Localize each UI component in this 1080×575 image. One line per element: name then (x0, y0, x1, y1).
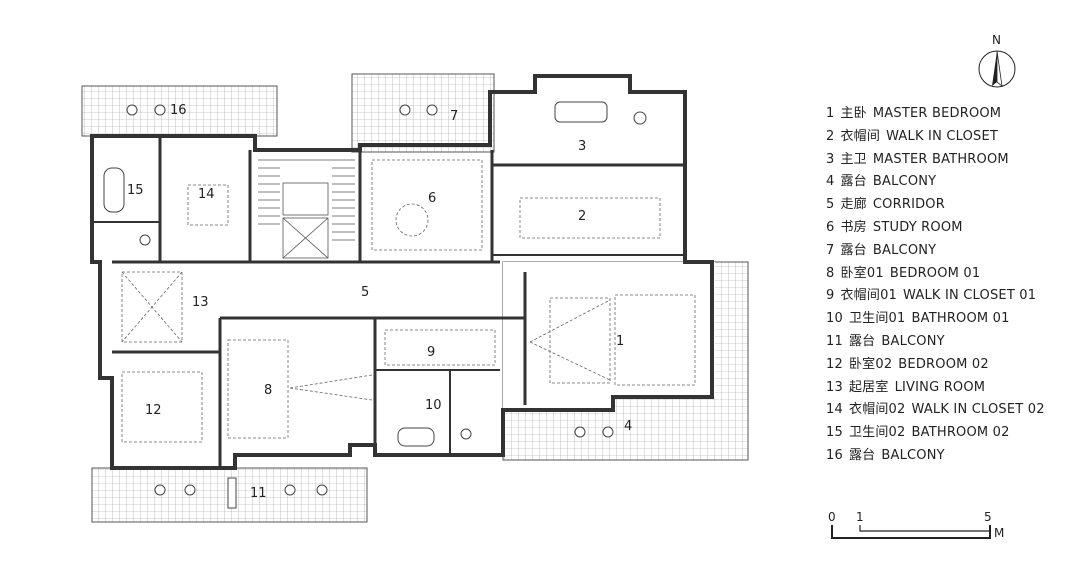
legend-item-cn: 露台 (848, 447, 876, 463)
legend-item-cn: 卧室01 (840, 265, 884, 281)
legend-item-cn: 露台 (848, 333, 876, 349)
legend-item-num: 7 (826, 242, 835, 258)
legend-item-cn: 卧室02 (848, 356, 893, 372)
legend-item-cn: 走廊 (840, 197, 867, 213)
fixtures (103, 101, 647, 509)
legend-item: 7 露台 BALCONY (826, 240, 1076, 263)
room-label-7: 7 (450, 109, 458, 124)
legend-item-cn: 露台 (840, 174, 867, 190)
legend-item-cn: 卫生间01 (848, 311, 906, 327)
legend-item-en: BEDROOM 02 (898, 356, 989, 372)
room-label-14: 14 (198, 187, 215, 202)
legend-item-num: 15 (826, 425, 843, 441)
legend-item-en: BALCONY (881, 333, 945, 349)
furniture (121, 159, 696, 443)
legend-item-cn: 起居室 (848, 379, 889, 395)
room-label-8: 8 (264, 383, 272, 398)
legend-item-num: 2 (826, 128, 835, 144)
legend-item-num: 10 (826, 311, 843, 327)
legend-item-en: WALK IN CLOSET 01 (903, 288, 1037, 304)
legend-item: 9 衣帽间01 WALK IN CLOSET 01 (826, 285, 1076, 308)
legend-item-cn: 衣帽间01 (840, 288, 898, 304)
room-label-4: 4 (624, 419, 632, 434)
legend-item: 12 卧室02 BEDROOM 02 (826, 354, 1076, 377)
legend-item: 11 露台 BALCONY (826, 331, 1076, 354)
scale-bar: 0 1 5 M (828, 510, 1004, 540)
legend-item-num: 16 (826, 447, 843, 463)
room-label-2: 2 (578, 209, 586, 224)
walls (90, 74, 714, 470)
legend-item-en: BEDROOM 01 (889, 265, 981, 281)
legend-item-num: 14 (826, 402, 843, 418)
legend-item-en: BALCONY (872, 242, 937, 258)
room-label-6: 6 (428, 191, 436, 206)
room-label-10: 10 (425, 398, 442, 413)
room-label-1: 1 (616, 334, 624, 349)
legend-item-en: WALK IN CLOSET 02 (911, 402, 1045, 418)
legend-item-en: BALCONY (872, 174, 937, 190)
legend-item: 15 卫生间02 BATHROOM 02 (826, 422, 1076, 445)
legend-item-en: BATHROOM 02 (911, 425, 1010, 441)
legend-item-num: 3 (826, 151, 835, 167)
compass-label: N (992, 33, 1001, 47)
room-label-9: 9 (427, 345, 435, 360)
legend-item-cn: 卫生间02 (848, 425, 906, 441)
room-label-13: 13 (192, 295, 209, 310)
room-label-3: 3 (578, 139, 586, 154)
legend-item: 13 起居室 LIVING ROOM (826, 377, 1076, 400)
legend-item-cn: 衣帽间02 (848, 402, 906, 418)
legend-item-en: WALK IN CLOSET (886, 128, 999, 144)
legend-item: 2 衣帽间 WALK IN CLOSET (826, 126, 1076, 149)
room-label-11: 11 (250, 486, 267, 501)
legend-item-num: 12 (826, 356, 843, 372)
legend-item: 6 书房 STUDY ROOM (826, 217, 1076, 240)
legend-item-num: 9 (826, 288, 835, 304)
legend-item-num: 4 (826, 174, 835, 190)
legend-item: 4 露台 BALCONY (826, 171, 1076, 194)
room-legend: 1 主卧 MASTER BEDROOM 2 衣帽间 WALK IN CLOSET 3 主卫 MA… (826, 103, 1076, 468)
legend-item-cn: 主卧 (840, 106, 867, 121)
legend-item-num: 13 (826, 379, 843, 395)
legend-item-en: LIVING ROOM (894, 379, 986, 395)
room-label-5: 5 (361, 285, 369, 300)
legend-item: 16 露台 BALCONY (826, 445, 1076, 468)
room-label-16: 16 (170, 103, 187, 118)
legend-item-num: 11 (826, 333, 843, 349)
legend-item: 14 衣帽间02 WALK IN CLOSET 02 (826, 399, 1076, 422)
legend-item-en: CORRIDOR (872, 197, 945, 213)
legend-item-cn: 露台 (840, 242, 867, 258)
legend-item: 10 卫生间01 BATHROOM 01 (826, 308, 1076, 331)
legend-item: 5 走廊 CORRIDOR (826, 194, 1076, 217)
legend-item: 3 主卫 MASTER BATHROOM (826, 149, 1076, 172)
legend-item-en: STUDY ROOM (872, 219, 963, 235)
legend-item-en: MASTER BEDROOM (872, 106, 1002, 121)
legend-item-cn: 主卫 (840, 151, 867, 167)
room-label-15: 15 (127, 183, 144, 198)
scale-tick-5: 5 (984, 510, 992, 524)
legend-item-en: MASTER BATHROOM (872, 151, 1009, 167)
legend-item-cn: 衣帽间 (840, 128, 881, 144)
legend-item-en: BALCONY (881, 447, 945, 463)
legend-item-num: 1 (826, 106, 835, 121)
legend-item: 8 卧室01 BEDROOM 01 (826, 263, 1076, 286)
legend-item-cn: 书房 (840, 219, 867, 235)
legend-item: 1 主卧 MASTER BEDROOM (826, 103, 1076, 126)
scale-unit: M (994, 526, 1004, 540)
scale-tick-1: 1 (856, 510, 864, 524)
legend-item-num: 8 (826, 265, 835, 281)
legend-item-en: BATHROOM 01 (911, 311, 1010, 327)
stair-core (258, 159, 355, 259)
room-label-12: 12 (145, 403, 162, 418)
room-labels: 1 2 3 4 5 6 7 8 9 10 11 12 13 14 15 16 (127, 103, 632, 501)
north-compass: N (978, 33, 1016, 88)
legend-item-num: 6 (826, 219, 835, 235)
legend-item-num: 5 (826, 197, 835, 213)
scale-tick-0: 0 (828, 510, 836, 524)
